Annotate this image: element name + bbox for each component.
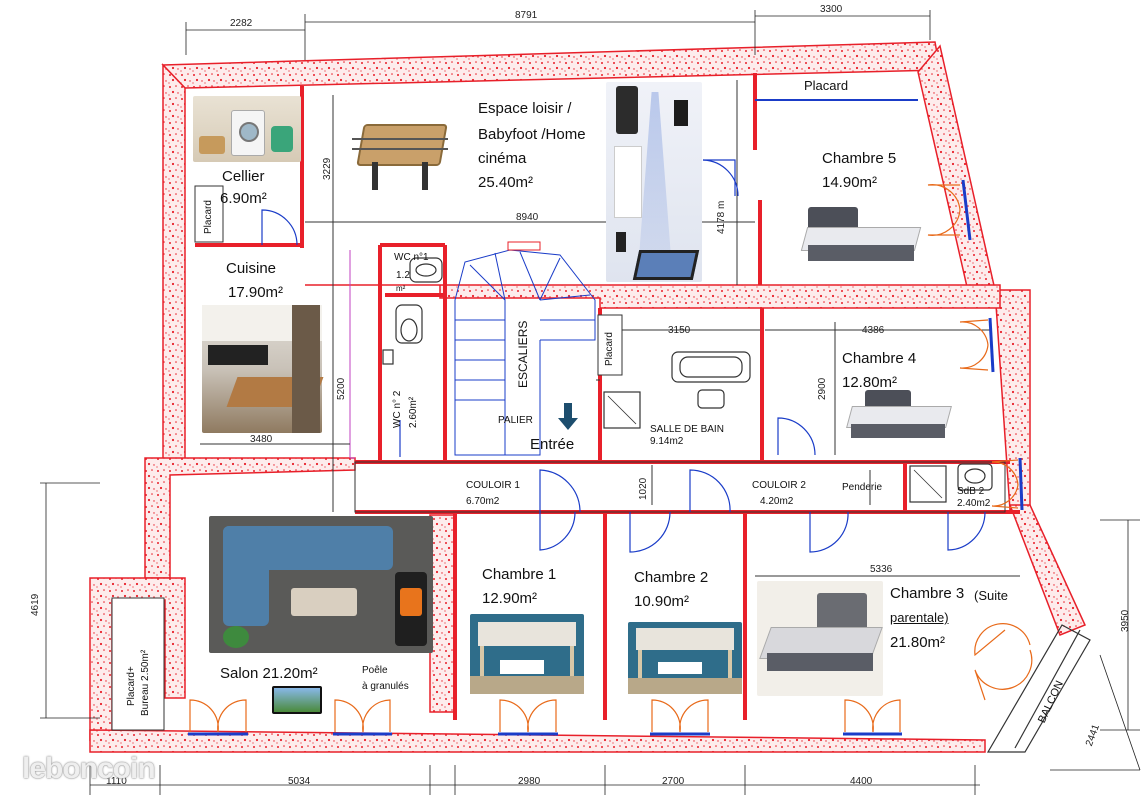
dim-3150: 3150 (668, 325, 691, 336)
dim-3480: 3480 (250, 434, 273, 445)
placard-bureau-line1: Placard+ (126, 666, 137, 706)
room-chambre4-area: 12.80m² (842, 374, 898, 391)
room-wc1-unit: m² (396, 284, 406, 293)
bed-image-chambre5 (800, 207, 922, 263)
tv-icon (272, 686, 322, 714)
dim-bottom-3: 2980 (518, 776, 541, 787)
leboncoin-watermark: leboncoin (22, 752, 156, 785)
placard-top-label: Placard (804, 78, 849, 93)
dim-bottom-1: 1110 (106, 776, 127, 787)
poele-line2: à granulés (362, 681, 409, 692)
room-loisir-line2: Babyfoot /Home (478, 126, 586, 143)
room-wc2-area: 2.60m² (408, 396, 419, 428)
stairs-label: ESCALIERS (516, 320, 530, 388)
room-cuisine-name: Cuisine (226, 260, 277, 277)
entree-label[interactable]: Entrée (530, 436, 575, 453)
bed-image-chambre3 (757, 581, 883, 696)
room-chambre2-name: Chambre 2 (634, 569, 709, 586)
bunk-bed-image-chambre2 (628, 622, 742, 694)
babyfoot-image (352, 116, 448, 194)
room-chambre4-name: Chambre 4 (842, 350, 917, 367)
placard-cellier-label: Placard (203, 200, 214, 234)
dim-right: 3950 (1120, 609, 1131, 632)
room-salon-name: Salon 21.20m² (220, 665, 318, 682)
room-chambre5-area: 14.90m² (822, 174, 878, 191)
dim-8940: 8940 (516, 212, 539, 223)
room-sdb2-area: 2.40m2 (957, 498, 991, 509)
room-couloir1-area: 6.70m2 (466, 496, 500, 507)
kitchen-image (202, 305, 324, 433)
placard-sdb-label: Placard (604, 332, 615, 366)
room-wc1-area: 1.2 (396, 270, 410, 281)
bunk-bed-image-chambre1 (470, 614, 584, 694)
room-chambre2-area: 10.90m² (634, 593, 690, 610)
room-sdb-area: 9.14m2 (650, 436, 684, 447)
poele-line1: Poêle (362, 665, 388, 676)
room-loisir-area: 25.40m² (478, 174, 534, 191)
dim-top-1: 2282 (230, 18, 253, 29)
room-chambre3-suffix2: parentale) (890, 610, 949, 625)
placard-bureau-line2: Bureau 2.50m² (140, 649, 151, 716)
dim-5200: 5200 (336, 377, 347, 400)
room-wc2-name: WC n° 2 (392, 390, 403, 428)
thin-lines (200, 80, 1020, 577)
room-couloir1-name: COULOIR 1 (466, 480, 520, 491)
dim-left: 4619 (30, 593, 41, 616)
room-loisir-line1: Espace loisir / (478, 100, 572, 117)
dim-3229: 3229 (322, 157, 333, 180)
staircase (454, 241, 596, 456)
palier-label: PALIER (498, 415, 533, 426)
room-cellier-name: Cellier (222, 168, 265, 185)
penderie-label: Penderie (842, 482, 883, 493)
dim-2900: 2900 (817, 377, 828, 400)
dim-top-3: 3300 (820, 4, 843, 15)
room-couloir2-area: 4.20m2 (760, 496, 794, 507)
dim-bottom-2: 5034 (288, 776, 311, 787)
room-cellier-area: 6.90m² (220, 190, 267, 207)
room-couloir2-name: COULOIR 2 (752, 480, 806, 491)
dim-1020: 1020 (638, 477, 649, 500)
dim-top-2: 8791 (515, 10, 538, 21)
room-chambre1-name: Chambre 1 (482, 566, 557, 583)
room-cuisine-area: 17.90m² (228, 284, 284, 301)
room-chambre3-name: Chambre 3 (890, 585, 965, 602)
room-loisir-line3: cinéma (478, 150, 527, 167)
balcony (986, 624, 1091, 753)
room-chambre1-area: 12.90m² (482, 590, 538, 607)
washing-machine-image (193, 96, 301, 162)
room-chambre5-name: Chambre 5 (822, 150, 897, 167)
entry-arrow-icon (558, 403, 578, 430)
bed-image-chambre4 (845, 390, 952, 442)
placard-boxes (111, 185, 623, 731)
room-chambre3-suffix: (Suite (974, 588, 1008, 603)
room-wc1-name: WC n°1 (394, 252, 429, 263)
room-sdb2-name: SdB 2 (957, 486, 985, 497)
dim-4386: 4386 (862, 325, 885, 336)
living-room-image (209, 516, 433, 653)
dim-4178: 4178 m (716, 200, 727, 234)
home-cinema-image (606, 82, 702, 282)
dimension-lines (40, 10, 1141, 795)
dim-5336: 5336 (870, 564, 893, 575)
doors[interactable] (261, 159, 986, 553)
dim-bottom-5: 4400 (850, 776, 873, 787)
room-sdb-name: SALLE DE BAIN (650, 424, 724, 435)
room-chambre3-area: 21.80m² (890, 634, 946, 651)
dim-bottom-4: 2700 (662, 776, 685, 787)
windows[interactable] (189, 184, 1033, 733)
